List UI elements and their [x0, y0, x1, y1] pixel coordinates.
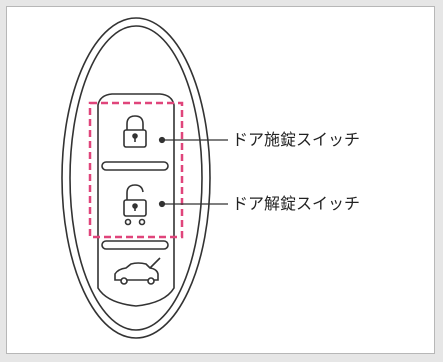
- lock-open-icon[interactable]: [123, 184, 147, 226]
- unlock-switch-label: ドア解錠スイッチ: [232, 194, 361, 213]
- lock-switch-label: ドア施錠スイッチ: [232, 130, 361, 149]
- lock-closed-icon[interactable]: [123, 115, 147, 148]
- leader-line-unlock: [158, 200, 228, 208]
- car-trunk-icon[interactable]: [114, 257, 161, 285]
- key-fob-body: [61, 17, 211, 339]
- leader-line-lock: [158, 136, 228, 144]
- button-dividers: [101, 161, 169, 250]
- highlight-box: [88, 101, 184, 239]
- diagram-frame: [6, 6, 435, 354]
